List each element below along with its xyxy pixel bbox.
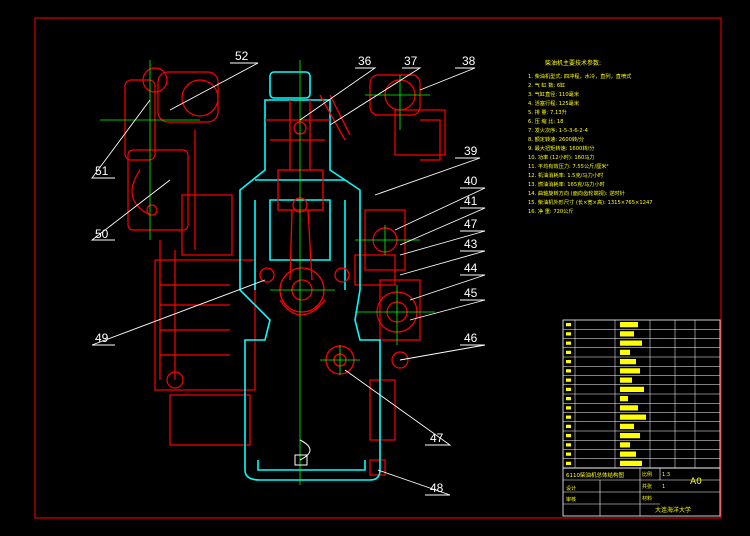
balloon-label: 40 [464, 174, 478, 188]
spec-line: 9. 最大扭矩转速: 1600转/分 [528, 144, 594, 152]
balloon-label: 38 [462, 54, 476, 68]
spec-line: 10. 功率 (12小时): 160马力 [528, 153, 595, 161]
parts-row-index-block [566, 443, 571, 447]
balloon-label: 47 [464, 217, 478, 231]
material-label: 材料 [642, 495, 652, 502]
spec-line: 8. 额定转速: 2600转/分 [528, 135, 584, 143]
turbocharger [124, 67, 256, 446]
parts-row-index-block [566, 341, 571, 345]
parts-list-table [562, 319, 721, 469]
sheet-label: 共张 [642, 483, 652, 490]
balloon-label: 43 [464, 237, 478, 251]
drawing-frame [34, 17, 722, 519]
spec-line: 12. 机油消耗率: 1.5克/马力小时 [528, 171, 603, 179]
technical-specs: 柴油机主要技术参数: 1. 柴油机型式: 四冲程，水冷，直列，直喷式 2. 气 … [528, 59, 653, 215]
parts-row-index-block [566, 424, 571, 428]
balloon-label: 49 [95, 331, 109, 345]
parts-row-text-block [620, 331, 634, 337]
parts-row-index-block [566, 415, 571, 419]
parts-row-index-block [566, 360, 571, 364]
spec-line: 13. 燃油消耗率: 165克/马力小时 [528, 180, 605, 188]
balloon-label: 36 [358, 54, 372, 68]
spec-line: 11. 平均有效压力: 7.55公斤/厘米² [528, 162, 609, 170]
parts-row-text-block [620, 433, 640, 439]
spec-line: 1. 柴油机型式: 四冲程，水冷，直列，直喷式 [528, 72, 632, 80]
parts-row-index-block [566, 452, 571, 456]
school-name: 大连海洋大学 [655, 506, 691, 514]
drawing-title: 6110柴油机总体结构图 [566, 471, 624, 479]
spec-line: 3. 气缸直径: 110毫米 [528, 90, 580, 98]
spec-line: 16. 净 重: 720公斤 [528, 207, 574, 215]
scale-value: 1:3 [662, 472, 670, 478]
spec-line: 7. 发火次序: 1-5-3-6-2-4 [528, 126, 589, 134]
balloon-label: 50 [95, 227, 109, 241]
balloon-label: 46 [464, 331, 478, 345]
balloon-label: 51 [95, 164, 109, 178]
parts-row-text-block [620, 405, 638, 411]
parts-row-index-block [566, 461, 571, 465]
balloon-label: 37 [404, 54, 418, 68]
spec-line: 2. 气 缸 数: 6缸 [528, 81, 565, 89]
parts-row-text-block [620, 322, 638, 328]
parts-row-index-block [566, 387, 571, 391]
checker-label: 审核 [566, 496, 576, 503]
balloon-label: 52 [235, 49, 249, 63]
spec-line: 15. 柴油机外形尺寸 (长×宽×高): 1315×765×1247 [528, 198, 653, 206]
parts-row-index-block [566, 397, 571, 401]
balloon-label: 47 [430, 431, 444, 445]
spec-line: 4. 活塞行程: 125毫米 [528, 99, 580, 107]
title-block: 6110柴油机总体结构图 比例 1:3 共张 1 A0 设计 审核 材料 大连海… [562, 467, 721, 517]
scale-label: 比例 [642, 471, 652, 478]
parts-row-text-block [620, 349, 630, 355]
parts-row-text-block [620, 451, 636, 457]
engine-cross-section [100, 60, 446, 485]
balloon-label: 45 [464, 286, 478, 300]
parts-row-index-block [566, 406, 571, 410]
parts-row-text-block [620, 359, 636, 365]
parts-row-text-block [620, 377, 632, 383]
parts-row-index-block [566, 332, 571, 336]
sheet-size: A0 [690, 477, 702, 487]
parts-row-text-block [620, 442, 630, 448]
spec-line: 5. 排 量: 7.13升 [528, 108, 567, 116]
spec-line: 6. 压 缩 比: 18 [528, 117, 563, 125]
parts-row-text-block [620, 396, 628, 402]
designer-label: 设计 [566, 485, 576, 492]
oil-pan [294, 439, 311, 466]
parts-row-index-block [566, 434, 571, 438]
parts-row-text-block [620, 386, 644, 392]
parts-row-text-block [620, 414, 646, 420]
leader-lines [90, 62, 486, 496]
balloon-label: 48 [430, 481, 444, 495]
parts-row-text-block [620, 423, 634, 429]
parts-row-text-block [620, 340, 642, 346]
sheet-value: 1 [662, 484, 665, 490]
center-lines [100, 60, 435, 485]
parts-row-text-block [620, 460, 642, 466]
parts-row-index-block [566, 369, 571, 373]
balloon-numbers: 52 36 37 38 39 40 41 47 43 44 45 46 51 5… [95, 49, 478, 495]
parts-row-index-block [566, 350, 571, 354]
balloon-label: 39 [464, 144, 478, 158]
spec-line: 14. 曲轴旋转方向 (面向齿轮端视): 逆时针 [528, 189, 625, 197]
piston-and-crank [259, 94, 355, 375]
balloon-label: 44 [464, 261, 478, 275]
parts-row-text-block [620, 368, 640, 374]
specs-heading: 柴油机主要技术参数: [545, 59, 601, 67]
parts-row-index-block [566, 323, 571, 327]
parts-row-index-block [566, 378, 571, 382]
balloon-label: 41 [464, 194, 478, 208]
